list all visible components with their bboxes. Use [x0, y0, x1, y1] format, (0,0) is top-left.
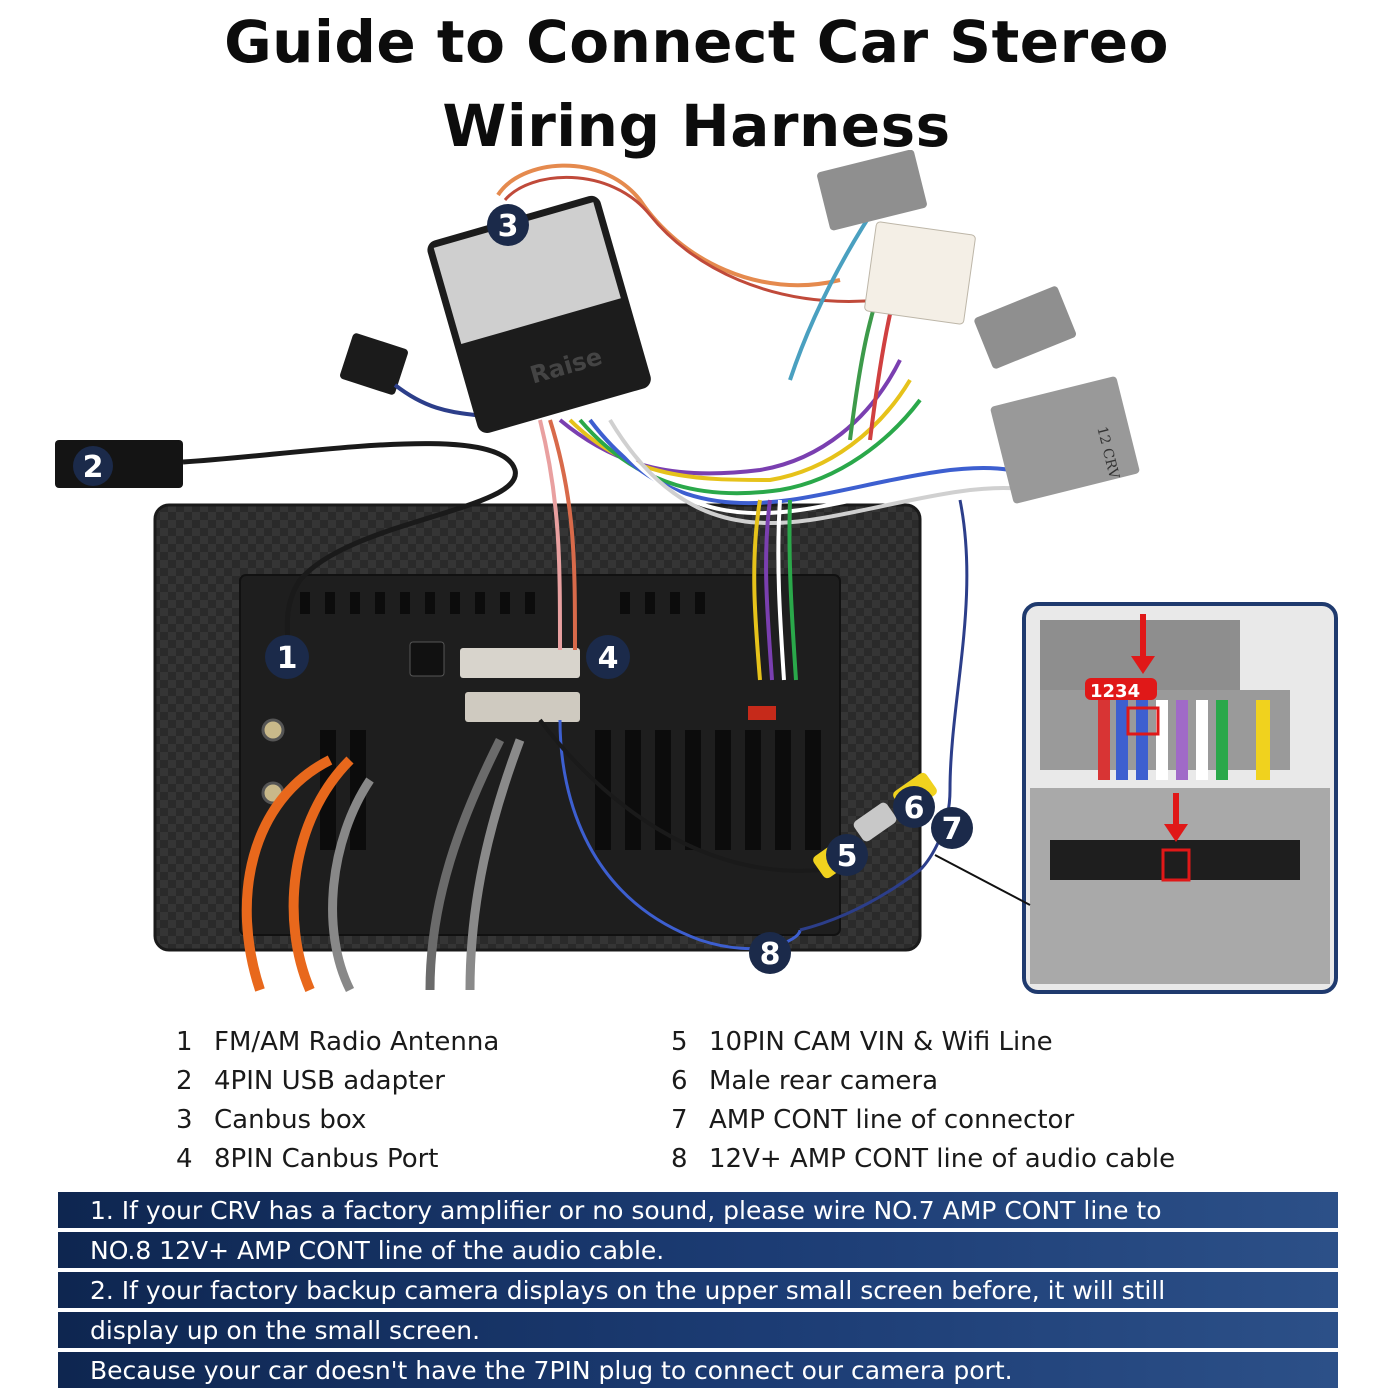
- marker-4: 4: [586, 635, 630, 679]
- svg-text:7: 7: [942, 812, 963, 847]
- usb-port: [409, 641, 445, 677]
- harness-connectors: 12 CRV: [817, 150, 1140, 504]
- pin-number-badge: [1085, 678, 1157, 700]
- marker-5: 5: [826, 834, 868, 876]
- marker-7: 7: [931, 807, 973, 849]
- legend-left-column: 1 FM/AM Radio Antenna 2 4PIN USB adapter…: [176, 1022, 499, 1178]
- svg-text:2: 2: [83, 450, 104, 485]
- svg-text:5: 5: [837, 839, 858, 874]
- wire-bundle: [538, 198, 1031, 681]
- fuse: [748, 706, 776, 720]
- legend-item-8: 8 12V+ AMP CONT line of audio cable: [671, 1143, 1176, 1174]
- marker-8: 8: [749, 932, 791, 974]
- legend-item-4: 4 8PIN Canbus Port: [176, 1143, 439, 1174]
- canbus-port-white: [460, 648, 580, 678]
- gps-socket: [261, 718, 285, 742]
- legend: 1 FM/AM Radio Antenna 2 4PIN USB adapter…: [0, 1022, 1393, 1192]
- marker-6: 6: [893, 786, 935, 828]
- svg-text:4: 4: [598, 641, 619, 676]
- notes-panel: 1. If your CRV has a factory amplifier o…: [58, 1192, 1338, 1392]
- highlight-box-top: [1126, 706, 1160, 736]
- inset-wires: [1098, 700, 1270, 780]
- svg-text:8: 8: [760, 937, 781, 972]
- marker-1: 1: [265, 635, 309, 679]
- lower-cables: [241, 499, 969, 993]
- marker-3: 3: [487, 204, 529, 246]
- legend-item-1: 1 FM/AM Radio Antenna: [176, 1026, 500, 1057]
- svg-text:6: 6: [904, 791, 925, 826]
- note-line-2: NO.8 12V+ AMP CONT line of the audio cab…: [58, 1232, 1338, 1268]
- canbus-box: Raise: [427, 163, 881, 433]
- title-line-2: Wiring Harness: [442, 92, 951, 160]
- pin-numbers: 1234: [1090, 681, 1140, 702]
- note-line-3: 2. If your factory backup camera display…: [58, 1272, 1338, 1308]
- marker-2: 2: [73, 446, 113, 486]
- legend-item-2: 2 4PIN USB adapter: [176, 1065, 445, 1096]
- legend-item-7: 7 AMP CONT line of connector: [671, 1104, 1075, 1135]
- svg-text:1: 1: [277, 641, 298, 676]
- legend-item-5: 5 10PIN CAM VIN & Wifi Line: [671, 1026, 1053, 1057]
- page-title: Guide to Connect Car Stereo Wiring Harne…: [0, 0, 1393, 168]
- legend-item-3: 3 Canbus box: [176, 1104, 367, 1135]
- wiring-diagram: Raise 12 CRV: [55, 150, 1338, 994]
- note-line-1: 1. If your CRV has a factory amplifier o…: [58, 1192, 1338, 1228]
- legend-right-column: 5 10PIN CAM VIN & Wifi Line 6 Male rear …: [671, 1022, 1175, 1178]
- connector-inset: 1234: [934, 602, 1338, 994]
- head-unit: [153, 503, 922, 952]
- svg-text:3: 3: [498, 209, 519, 244]
- highlight-box-bottom: [1161, 848, 1191, 882]
- note-line-5: Because your car doesn't have the 7PIN p…: [58, 1352, 1338, 1388]
- inset-pointer: [934, 854, 1031, 906]
- title-line-1: Guide to Connect Car Stereo: [224, 8, 1169, 76]
- note-line-4: display up on the small screen.: [58, 1312, 1338, 1348]
- legend-item-6: 6 Male rear camera: [671, 1065, 939, 1096]
- main-port-white: [465, 692, 580, 722]
